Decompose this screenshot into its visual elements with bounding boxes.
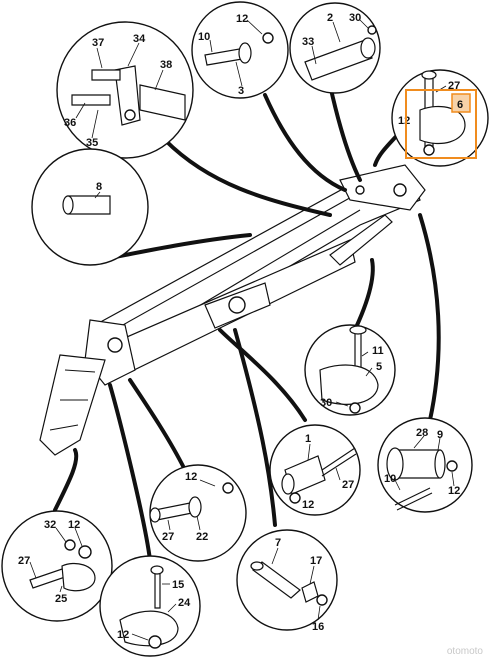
callout-label: 25 <box>55 593 67 605</box>
callout-pin-24: 15 24 12 <box>99 555 201 657</box>
callout-label: 2 <box>327 12 333 24</box>
callout-label: 10 <box>198 31 210 43</box>
callout-label: 30 <box>349 12 361 24</box>
callout-label: 5 <box>376 361 382 373</box>
callout-label: 12 <box>68 519 80 531</box>
callout-label: 11 <box>372 345 384 357</box>
highlight-label: 6 <box>457 99 463 111</box>
callout-pin-8: 8 <box>31 148 149 266</box>
callout-pin-9: 28 9 10 12 <box>377 417 473 513</box>
callout-label: 37 <box>92 37 104 49</box>
callout-label: 7 <box>275 537 281 549</box>
callout-label: 12 <box>236 13 248 25</box>
callout-label: 28 <box>416 427 428 439</box>
callout-label: 15 <box>172 579 184 591</box>
callout-pin-5: 11 5 30 <box>304 324 396 416</box>
callout-label: 3 <box>238 85 244 97</box>
callout-label: 24 <box>178 597 191 609</box>
callout-label: 12 <box>185 471 197 483</box>
callout-label: 38 <box>160 59 172 71</box>
callout-label: 8 <box>96 181 102 193</box>
callout-label: 10 <box>384 473 396 485</box>
callout-label: 9 <box>437 429 443 441</box>
callout-label: 32 <box>44 519 56 531</box>
callout-label: 12 <box>302 499 314 511</box>
highlight-tag <box>451 93 471 113</box>
callout-pin-7: 7 17 16 <box>236 529 338 633</box>
watermark: otomoto <box>446 646 483 657</box>
callout-label: 34 <box>133 33 146 45</box>
callout-label: 27 <box>162 531 174 543</box>
boom-assembly <box>39 164 426 456</box>
callout-label: 12 <box>398 115 410 127</box>
callout-label: 27 <box>342 479 354 491</box>
callout-label: 30 <box>320 397 332 409</box>
callout-label: 33 <box>302 36 314 48</box>
callout-pin-25: 32 12 27 25 <box>1 510 113 622</box>
callout-label: 12 <box>448 485 460 497</box>
callout-pin-22: 12 27 22 <box>149 464 247 562</box>
callout-label: 17 <box>310 555 322 567</box>
callout-bracket-assembly: 37 34 38 36 35 <box>56 21 194 159</box>
callout-pin-10: 12 10 3 <box>191 1 289 99</box>
callout-pin-6: 27 12 6 <box>391 69 489 167</box>
callout-label: 12 <box>117 629 129 641</box>
callout-label: 36 <box>64 117 76 129</box>
callout-label: 16 <box>312 621 324 633</box>
callout-pin-2: 2 30 33 <box>289 2 381 94</box>
callout-label: 35 <box>86 137 98 149</box>
callout-label: 22 <box>196 531 208 543</box>
callout-pin-1: 1 27 12 <box>269 424 361 516</box>
callout-label: 27 <box>18 555 30 567</box>
highlight-frame <box>405 89 477 159</box>
callout-label: 1 <box>305 433 311 445</box>
